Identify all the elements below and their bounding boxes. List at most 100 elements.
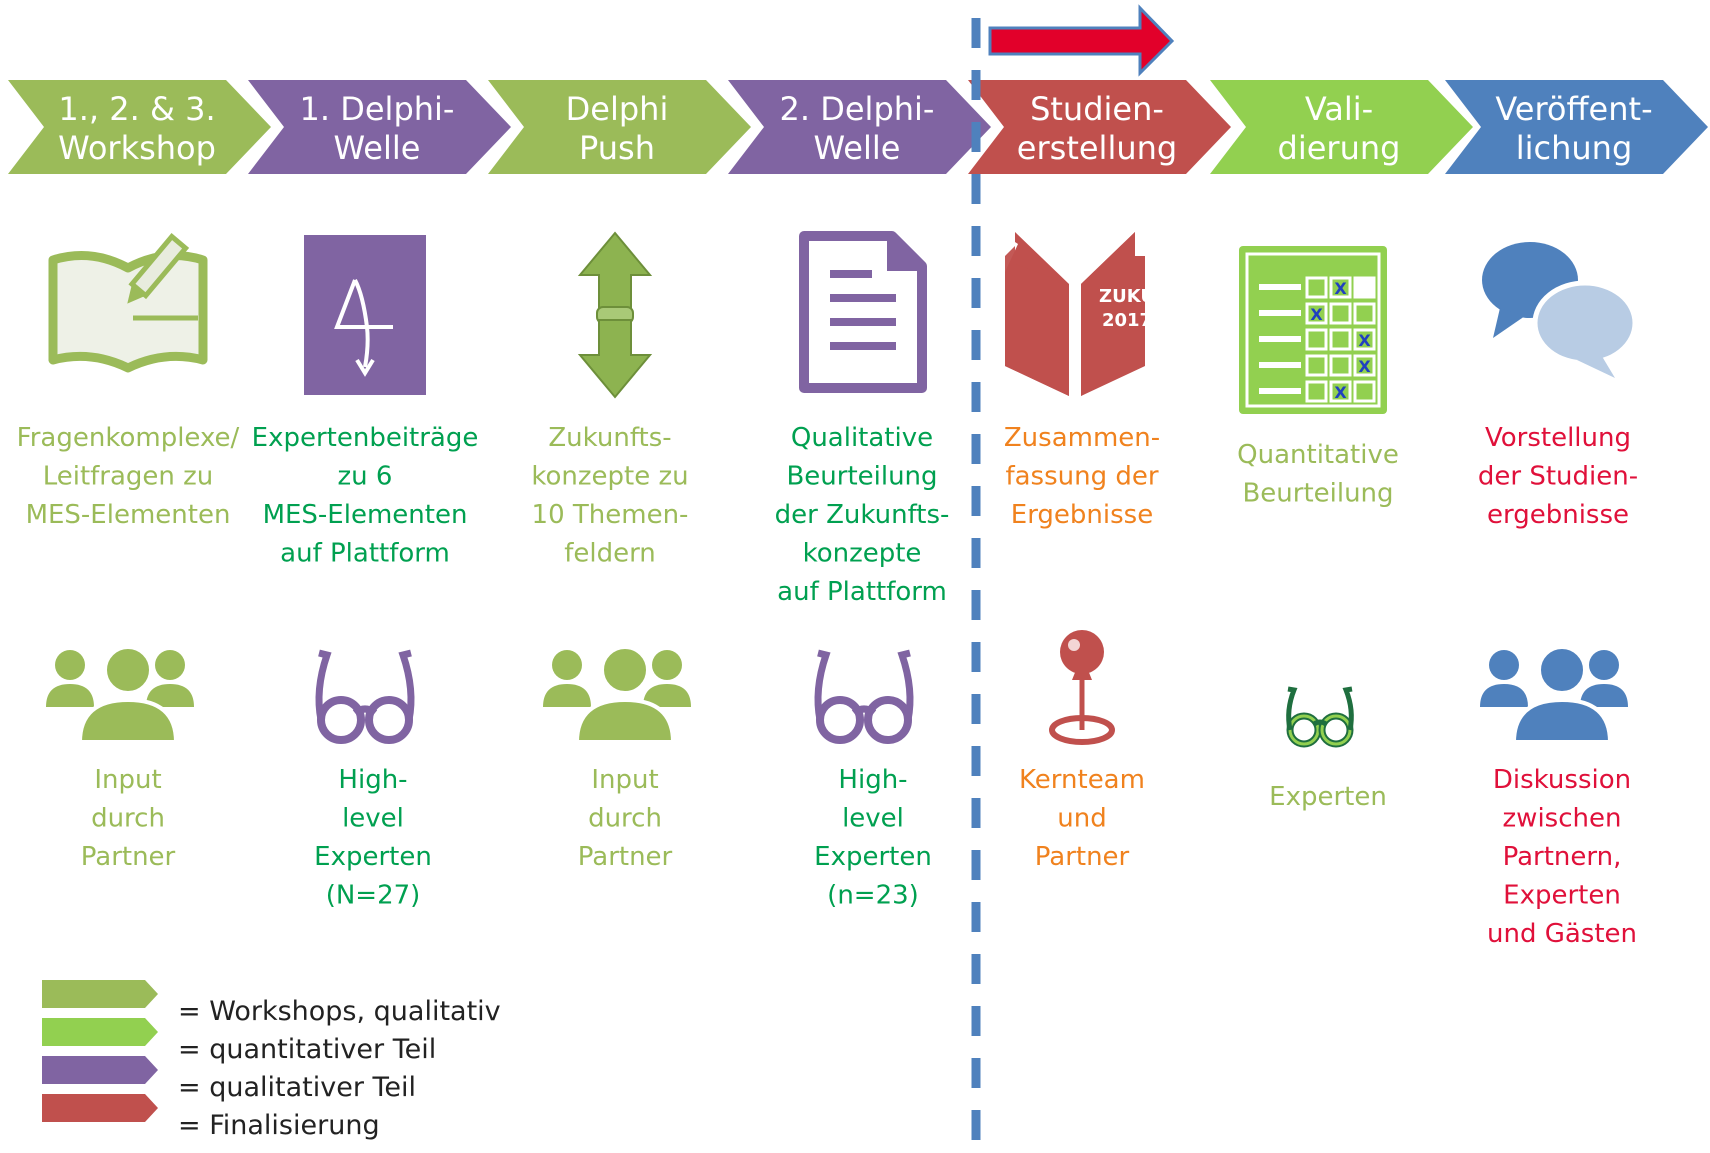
participant-description-line: und xyxy=(1057,804,1106,834)
participant-description-line: (n=23) xyxy=(827,881,919,911)
participant-description-line: durch xyxy=(588,804,662,834)
participant-descriptions: InputdurchPartnerHigh-levelExperten(N=27… xyxy=(81,765,1637,949)
legend-label: = Workshops, qualitativ xyxy=(178,996,501,1027)
activity-description-line: der Studien- xyxy=(1478,462,1638,492)
phase-label-line-2: Welle xyxy=(334,129,421,167)
checkbox xyxy=(1329,328,1352,351)
activity-description-line: MES-Elementen xyxy=(263,500,468,530)
activity-description-line: Beurteilung xyxy=(1242,479,1393,509)
group-icon xyxy=(46,645,194,744)
document-icon xyxy=(799,231,927,393)
glasses-icon xyxy=(315,649,415,744)
phase-label-line-1: Studien- xyxy=(1030,90,1164,128)
participant-description-line: Partnern, xyxy=(1503,842,1622,872)
checkbox xyxy=(1353,328,1376,351)
activity-description-line: Ergebnisse xyxy=(1011,500,1153,530)
participant-description-line: zwischen xyxy=(1503,804,1622,834)
legend-label: = Finalisierung xyxy=(178,1110,380,1141)
participant-description-line: Experten xyxy=(314,842,432,872)
activity-description-line: MES-Elementen xyxy=(26,500,231,530)
phase-chevron xyxy=(728,80,991,174)
book-title-line-2: 2017 xyxy=(1102,310,1152,331)
participant-description-line: Experten xyxy=(814,842,932,872)
activity-description-line: auf Plattform xyxy=(280,539,450,569)
check-mark: X xyxy=(1358,357,1371,376)
legend-swatch xyxy=(42,1018,158,1046)
delphi-symbol-icon xyxy=(304,235,426,395)
check-mark: X xyxy=(1358,331,1371,350)
activity-description-line: fassung der xyxy=(1005,462,1158,492)
phase-label-line-1: Veröffent- xyxy=(1495,90,1652,128)
activity-description-line: Quantitative xyxy=(1237,440,1399,470)
check-mark: X xyxy=(1334,279,1347,298)
activity-description-line: Vorstellung xyxy=(1485,423,1631,453)
legend: = Workshops, qualitativ= quantitativer T… xyxy=(42,980,501,1141)
checkbox xyxy=(1305,302,1328,325)
participant-description-line: und Gästen xyxy=(1487,919,1637,949)
phase-label-line-1: Vali- xyxy=(1305,90,1373,128)
checkbox xyxy=(1329,302,1352,325)
checkbox xyxy=(1305,380,1328,403)
phase-chevron xyxy=(1445,80,1708,174)
participant-description-line: Partner xyxy=(578,842,673,872)
activity-description-line: zu 6 xyxy=(338,462,393,492)
participant-description-line: High- xyxy=(838,765,907,795)
activity-description-line: Fragenkomplexe/ xyxy=(17,423,240,453)
participant-description-line: Experten xyxy=(1503,881,1621,911)
activity-description-line: Beurteilung xyxy=(786,462,937,492)
legend-swatch xyxy=(42,1094,158,1122)
check-mark: X xyxy=(1334,383,1347,402)
activity-description-line: konzepte zu xyxy=(531,462,688,492)
participant-description-line: level xyxy=(342,804,404,834)
activity-description-line: 10 Themen- xyxy=(532,500,689,530)
activity-description-line: auf Plattform xyxy=(777,577,947,607)
legend-label: = qualitativer Teil xyxy=(178,1072,416,1103)
group-icon xyxy=(1480,645,1628,744)
participant-description-line: Experten xyxy=(1269,782,1387,812)
phase-chevron xyxy=(8,80,271,174)
activity-description-line: der Zukunfts- xyxy=(775,500,950,530)
participant-description-line: Input xyxy=(591,765,658,795)
glasses-icon xyxy=(814,649,914,744)
checkbox xyxy=(1353,302,1376,325)
participant-description-line: durch xyxy=(91,804,165,834)
check-mark: X xyxy=(1310,305,1323,324)
participant-description-line: Partner xyxy=(81,842,176,872)
book-title-line-1: ZUKU xyxy=(1099,286,1155,307)
phase-label-line-2: Push xyxy=(579,129,655,167)
activity-descriptions: Fragenkomplexe/Leitfragen zu MES-Elemente… xyxy=(17,423,1638,607)
phase-chevron xyxy=(1210,80,1473,174)
participant-description-line: Input xyxy=(94,765,161,795)
checkbox xyxy=(1329,380,1352,403)
checkbox xyxy=(1353,276,1376,299)
participant-description-line: High- xyxy=(338,765,407,795)
group-icon xyxy=(543,645,691,744)
phase-label-line-2: Workshop xyxy=(58,129,216,167)
activity-description-line: konzepte xyxy=(803,539,922,569)
participant-description-line: (N=27) xyxy=(326,881,421,911)
activity-description-line: Expertenbeiträge xyxy=(252,423,479,453)
checkbox xyxy=(1353,354,1376,377)
activity-description-line: Zukunfts- xyxy=(548,423,671,453)
phase-label-line-2: lichung xyxy=(1516,129,1633,167)
phase-label-line-1: 2. Delphi- xyxy=(780,90,935,128)
phase-chevron xyxy=(488,80,751,174)
activity-description-line: feldern xyxy=(564,539,656,569)
activity-description-line: Qualitative xyxy=(791,423,933,453)
phase-chevron xyxy=(248,80,511,174)
checkbox xyxy=(1305,328,1328,351)
phase-label-line-2: erstellung xyxy=(1017,129,1177,167)
phase-label-line-2: dierung xyxy=(1278,129,1401,167)
activity-description-line: Leitfragen zu xyxy=(43,462,214,492)
participant-description-line: Kernteam xyxy=(1019,765,1145,795)
phase-label-line-2: Welle xyxy=(814,129,901,167)
participant-description-line: level xyxy=(842,804,904,834)
activity-description-line: Zusammen- xyxy=(1004,423,1160,453)
checkbox xyxy=(1329,276,1352,299)
participant-description-line: Partner xyxy=(1035,842,1130,872)
legend-swatch xyxy=(42,1056,158,1084)
phase-label-line-1: Delphi xyxy=(566,90,669,128)
